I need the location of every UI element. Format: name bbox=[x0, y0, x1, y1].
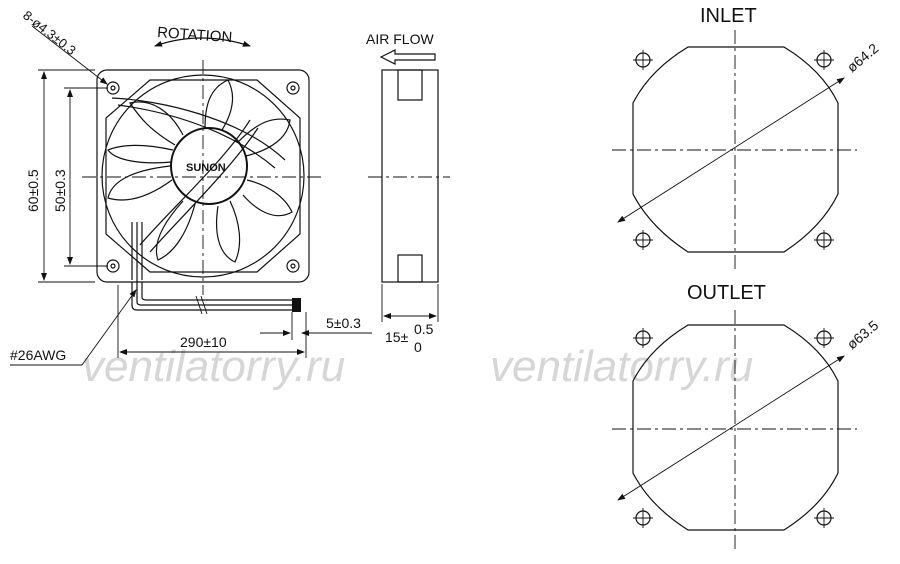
outlet-view: OUTLET ø63.5 bbox=[612, 282, 882, 550]
fan-rib-lower bbox=[139, 119, 251, 246]
fan-hole-bl bbox=[106, 259, 120, 273]
fan-blade-circle bbox=[101, 74, 305, 278]
fan-hole-tr bbox=[286, 81, 300, 95]
rotation-label: ROTATION bbox=[157, 24, 233, 46]
fan-wire-channel bbox=[131, 222, 143, 285]
dim-lead-length-label: 290±10 bbox=[180, 334, 227, 350]
dim-outer-label: 60±0.5 bbox=[25, 169, 41, 212]
dim-thickness-base: 15± bbox=[385, 329, 409, 345]
dim-thickness-lower: 0 bbox=[414, 339, 422, 355]
fan-hole-br bbox=[286, 259, 300, 273]
fan-rib-lower-2 bbox=[149, 127, 259, 253]
fan-hole-tl bbox=[106, 81, 120, 95]
outlet-diameter-label: ø63.5 bbox=[844, 317, 882, 352]
fan-venturi bbox=[105, 79, 301, 273]
dim-hole-pitch-label: 50±0.3 bbox=[52, 169, 68, 212]
fan-front-view: SUNON ROTATION 8-ø4.3±0.3 60±0.5 50±0.3 … bbox=[10, 8, 372, 366]
hole-callout-leader bbox=[31, 25, 108, 85]
dim-thickness-upper: 0.5 bbox=[414, 321, 434, 337]
side-body bbox=[381, 69, 439, 283]
inlet-outline bbox=[632, 46, 839, 253]
rotation-arrow bbox=[154, 37, 251, 47]
hole-callout: 8-ø4.3±0.3 bbox=[20, 8, 79, 58]
fan-rib-upper-2 bbox=[117, 104, 276, 169]
inlet-diameter-line bbox=[617, 77, 845, 223]
inlet-title: INLET bbox=[700, 5, 757, 27]
fan-side-view: AIR FLOW 15± 0.5 0 bbox=[366, 31, 450, 355]
lead-wires bbox=[131, 282, 301, 315]
airflow-arrow bbox=[379, 49, 436, 65]
fan-rib-upper bbox=[111, 97, 286, 161]
outlet-diameter-line bbox=[617, 355, 845, 501]
watermark-right: ventilatorry.ru bbox=[490, 342, 753, 391]
fan-brand-label: SUNON bbox=[186, 162, 226, 174]
fan-blades bbox=[107, 79, 293, 263]
dim-strip-length-label: 5±0.3 bbox=[326, 315, 361, 331]
airflow-label: AIR FLOW bbox=[366, 31, 434, 47]
wire-gauge-label: #26AWG bbox=[10, 347, 66, 363]
inlet-diameter-label: ø64.2 bbox=[844, 40, 882, 75]
wire-gauge-leader bbox=[81, 289, 137, 366]
outlet-title: OUTLET bbox=[687, 282, 766, 304]
inlet-view: INLET ø64.2 bbox=[612, 5, 882, 270]
fan-hub bbox=[170, 127, 248, 205]
